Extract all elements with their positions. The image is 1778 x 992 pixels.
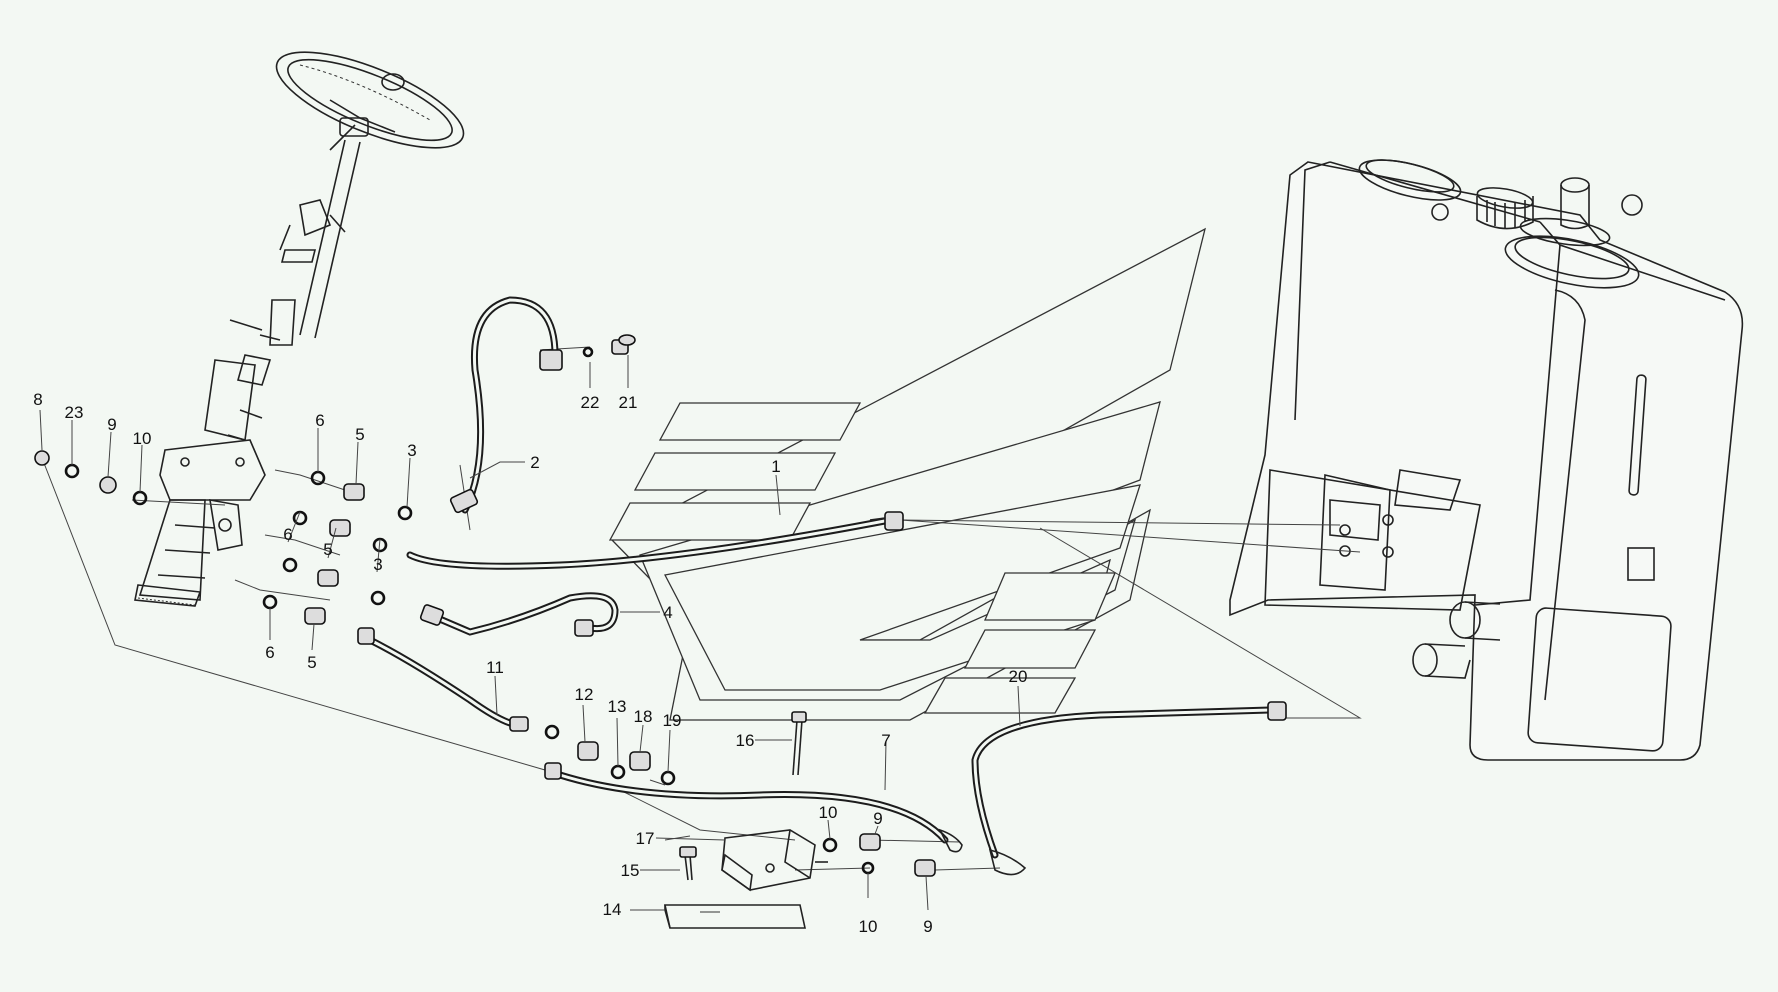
- callout-22: 22: [581, 393, 600, 412]
- assembly-lines: [41, 346, 1362, 871]
- callout-5: 5: [323, 540, 332, 559]
- valve-block: [721, 829, 828, 892]
- hydraulic-tank: [1229, 159, 1744, 761]
- callout-20: 20: [1009, 667, 1028, 686]
- callout-4: 4: [663, 603, 672, 622]
- callout-10: 10: [859, 917, 878, 936]
- callout-labels: 8 23 9 10 6 5 3 2 22 21 1 6 5 3 4 6 5 11…: [33, 390, 1027, 936]
- mounting-plate: [664, 904, 806, 929]
- callout-6: 6: [265, 643, 274, 662]
- callout-9: 9: [873, 809, 882, 828]
- hose-11: [357, 627, 560, 740]
- callout-3: 3: [373, 555, 382, 574]
- callout-1: 1: [771, 457, 780, 476]
- callout-10: 10: [819, 803, 838, 822]
- callout-17: 17: [636, 829, 655, 848]
- callout-10: 10: [133, 429, 152, 448]
- small-parts: [34, 334, 936, 881]
- callout-15: 15: [621, 861, 640, 880]
- callout-8: 8: [33, 390, 42, 409]
- callout-9: 9: [923, 917, 932, 936]
- callout-14: 14: [603, 900, 622, 919]
- hose-7: [544, 762, 963, 853]
- hose-1: [406, 511, 904, 570]
- pipe-4: [419, 592, 619, 637]
- callout-3: 3: [407, 441, 416, 460]
- callout-leaders: [39, 355, 1021, 911]
- callout-13: 13: [608, 697, 627, 716]
- callout-11: 11: [486, 658, 504, 677]
- callout-6: 6: [283, 525, 292, 544]
- callout-23: 23: [65, 403, 84, 422]
- callout-9: 9: [107, 415, 116, 434]
- watermark-logo: [608, 227, 1206, 721]
- callout-7: 7: [881, 731, 890, 750]
- steering-wheel-assembly: [134, 51, 465, 607]
- callout-21: 21: [619, 393, 638, 412]
- callout-18: 18: [634, 707, 653, 726]
- pipe-2: [449, 296, 563, 514]
- callout-5: 5: [307, 653, 316, 672]
- callout-2: 2: [530, 453, 539, 472]
- callout-12: 12: [575, 685, 594, 704]
- callout-5: 5: [355, 425, 364, 444]
- callout-16: 16: [736, 731, 755, 750]
- callout-6: 6: [315, 411, 324, 430]
- hose-20: [971, 701, 1287, 876]
- callout-19: 19: [663, 711, 682, 730]
